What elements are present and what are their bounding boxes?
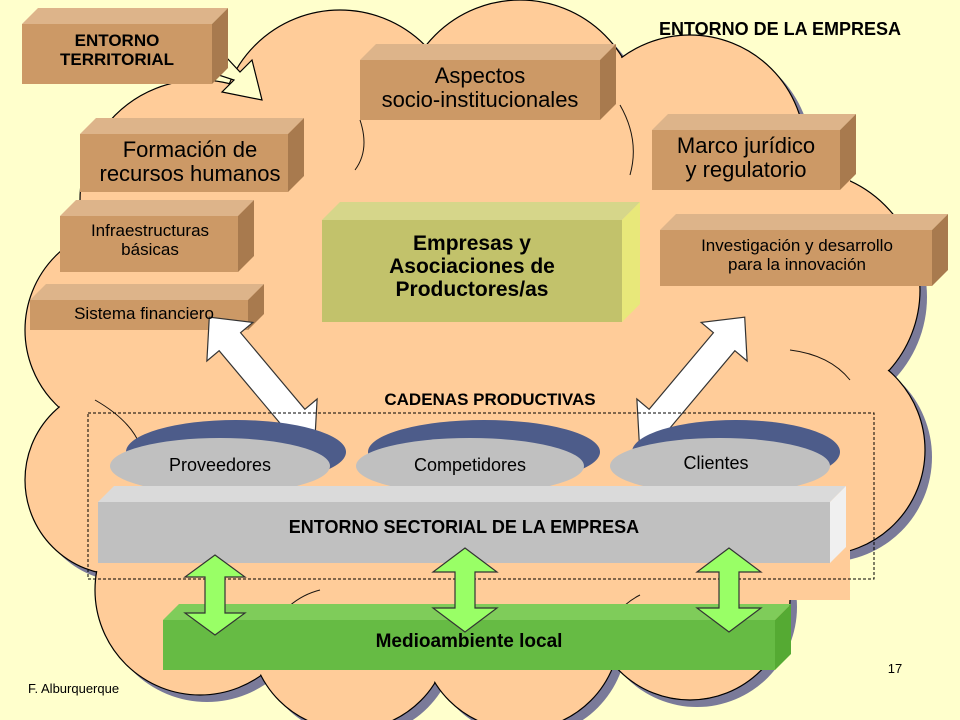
label-infra: Infraestructuras básicas: [90, 221, 210, 259]
box-socio: [360, 44, 616, 120]
box-formacion: [80, 118, 304, 192]
green-arrow-right: [695, 547, 763, 633]
box-territorial: [22, 8, 228, 84]
green-arrow-left: [183, 554, 247, 636]
label-cadenas: CADENAS PRODUCTIVAS: [384, 390, 596, 409]
author-credit: F. Alburquerque: [28, 681, 120, 696]
ellipse-label-clientes: Clientes: [683, 453, 749, 473]
label-socio: Aspectos socio-institucionales: [381, 63, 579, 113]
box-infra: [60, 200, 254, 272]
ellipse-label-competidores: Competidores: [413, 455, 527, 475]
box-marco: [652, 114, 856, 190]
label-center: Empresas y Asociaciones de Productores/a…: [389, 232, 555, 302]
label-territorial: ENTORNO TERRITORIAL: [60, 31, 174, 69]
label-investigacion: Investigación y desarrollo para la innov…: [701, 236, 893, 274]
ellipse-proveedores: [110, 420, 346, 494]
ellipse-clientes: [610, 420, 840, 494]
page-number: 17: [887, 661, 903, 676]
page-title: ENTORNO DE LA EMPRESA: [658, 19, 902, 39]
ellipse-label-proveedores: Proveedores: [168, 455, 272, 475]
green-arrow-center: [431, 547, 499, 633]
label-medio: Medioambiente local: [375, 631, 563, 652]
box-investigacion: [660, 214, 948, 286]
cadenas-frame: [87, 412, 875, 580]
ellipse-competidores: [356, 420, 600, 494]
label-financiero: Sistema financiero: [74, 304, 214, 323]
box-center: [322, 202, 640, 322]
label-formacion: Formación de recursos humanos: [99, 137, 281, 187]
label-sectorial: ENTORNO SECTORIAL DE LA EMPRESA: [288, 517, 640, 537]
label-marco: Marco jurídico y regulatorio: [676, 133, 816, 183]
